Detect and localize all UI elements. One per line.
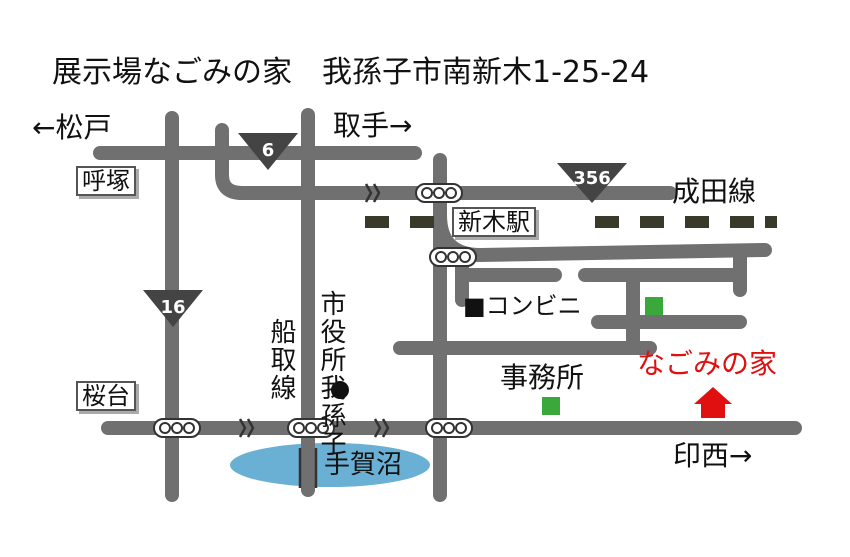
- lake-bridge-mark: [298, 448, 318, 488]
- road-route6-curve: [215, 123, 677, 200]
- signal-marker: [415, 183, 463, 203]
- route-16-number: 16: [160, 297, 185, 318]
- map-title: 展示場なごみの家 我孫子市南新木1-25-24: [52, 55, 650, 90]
- signal-marker: [429, 247, 477, 267]
- signal-marker: [287, 418, 335, 438]
- label-convenience: ■コンビニ: [463, 292, 582, 320]
- route-356-number: 356: [573, 168, 611, 189]
- office-marker: [542, 397, 560, 415]
- direction-matsudo: ←松戸: [32, 111, 112, 144]
- route-356-sign: 356: [557, 163, 627, 203]
- direction-inzai: 印西→: [673, 439, 753, 472]
- signal-marker: [425, 418, 473, 438]
- bridge-mark: [364, 183, 381, 203]
- route-6-sign: 6: [238, 133, 298, 170]
- signal-marker: [153, 418, 201, 438]
- bridge-mark: [238, 418, 255, 438]
- nagomi-home-marker: [694, 387, 732, 418]
- label-funatori-line: 船取線: [266, 318, 296, 402]
- convenience-store-marker: [645, 297, 663, 315]
- label-office: 事務所: [500, 361, 585, 394]
- route-6-number: 6: [262, 140, 275, 161]
- direction-toride: 取手→: [333, 109, 413, 142]
- route-16-sign: 16: [143, 290, 203, 327]
- teganuma-lake: [230, 443, 430, 487]
- bridge-mark: [373, 418, 390, 438]
- label-araki-station: 新木駅: [452, 207, 536, 237]
- narita-railway: [365, 216, 777, 228]
- label-nagomi: なごみの家: [637, 347, 778, 380]
- label-narita-line: 成田線: [672, 175, 757, 208]
- city-hall-marker: [331, 381, 349, 399]
- label-city-hall: 市役所我孫子: [316, 290, 346, 458]
- label-sakuradai: 桜台: [76, 381, 136, 411]
- label-kozuka: 呼塚: [76, 166, 136, 196]
- label-teganuma: 手賀沼: [324, 450, 403, 480]
